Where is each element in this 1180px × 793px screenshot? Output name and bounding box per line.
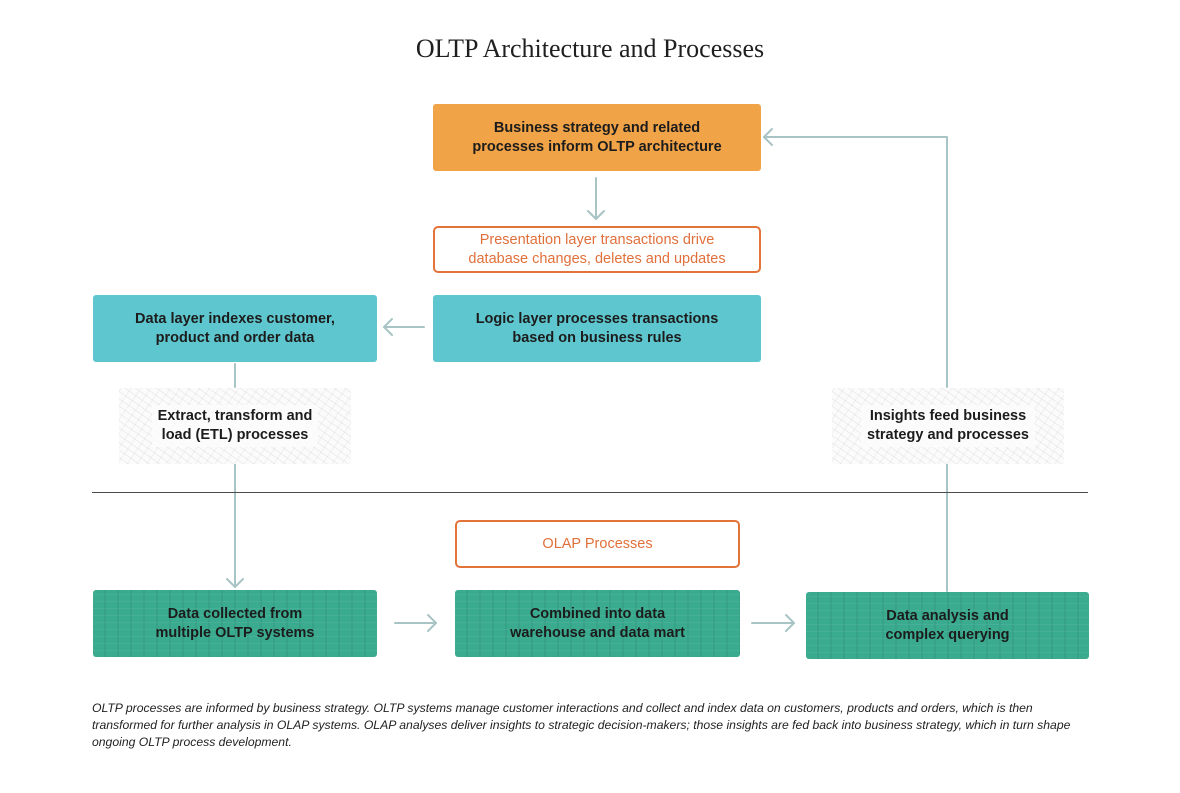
data-layer-line-1: Data layer indexes customer, [135, 310, 335, 327]
logic-layer-line-1: Logic layer processes transactions [475, 310, 719, 327]
etl-line-2: load (ETL) processes [161, 427, 309, 443]
data-collected-line-2: multiple OLTP systems [155, 624, 315, 641]
etl-processes-box: Extract, transform and load (ETL) process… [119, 388, 351, 464]
olap-processes-text: OLAP Processes [542, 535, 653, 552]
insights-line-2: strategy and processes [867, 427, 1029, 443]
presentation-layer-box: Presentation layer transactions drive dat… [433, 226, 761, 273]
diagram-caption: OLTP processes are informed by business … [92, 701, 1071, 749]
etl-line-1: Extract, transform and [157, 408, 313, 424]
analysis-line-2: complex querying [885, 626, 1010, 643]
presentation-layer-line-2: database changes, deletes and updates [468, 250, 726, 267]
combined-warehouse-box: Combined into data warehouse and data mar… [455, 590, 740, 657]
olap-processes-label: OLAP Processes [455, 520, 740, 568]
business-strategy-line-2: processes inform OLTP architecture [472, 138, 722, 155]
analysis-line-1: Data analysis and [886, 607, 1009, 624]
logic-layer-line-2: based on business rules [512, 329, 682, 346]
insights-line-1: Insights feed business [869, 408, 1027, 424]
arrow-insights-to-strategy [763, 136, 948, 388]
combined-line-2: warehouse and data mart [510, 624, 685, 641]
business-strategy-line-1: Business strategy and related [493, 119, 701, 136]
business-strategy-box: Business strategy and related processes i… [433, 104, 761, 171]
diagram-title: OLTP Architecture and Processes [415, 34, 765, 63]
insights-feed-box: Insights feed business strategy and proce… [832, 388, 1064, 464]
data-layer-line-2: product and order data [155, 329, 315, 346]
data-layer-box: Data layer indexes customer, product and … [93, 295, 377, 362]
data-collected-box: Data collected from multiple OLTP systems [93, 590, 377, 657]
data-analysis-box: Data analysis and complex querying [806, 592, 1089, 659]
combined-line-1: Combined into data [529, 605, 666, 622]
data-collected-line-1: Data collected from [167, 605, 303, 622]
logic-layer-box: Logic layer processes transactions based … [433, 295, 761, 362]
presentation-layer-line-1: Presentation layer transactions drive [479, 231, 715, 248]
oltp-olap-divider [92, 492, 1088, 493]
